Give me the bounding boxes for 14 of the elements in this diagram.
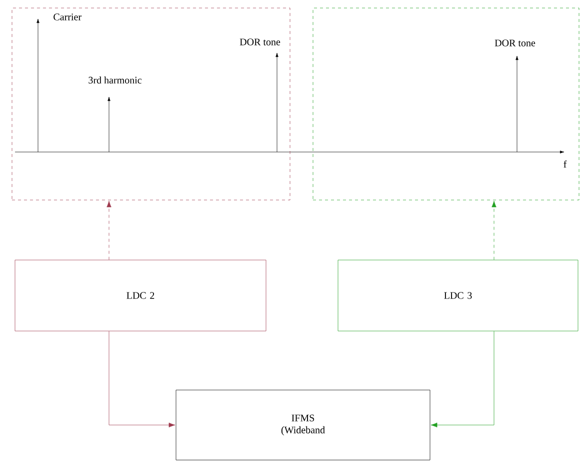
spectrum-label: DOR tone xyxy=(240,38,280,46)
spectrum-label: DOR tone xyxy=(494,40,536,46)
arrow xyxy=(106,200,112,260)
panel-box xyxy=(312,8,580,200)
arrow xyxy=(492,200,496,260)
arrow xyxy=(108,331,176,428)
process-box: LDC 3 xyxy=(338,260,578,332)
spectrum-label: 3rd harmonic xyxy=(88,76,142,84)
process-box: LDC 2 xyxy=(14,260,266,332)
spectrum-label: Carrier xyxy=(54,14,82,20)
panel-box xyxy=(12,8,290,200)
process-box: IFMS (Wideband xyxy=(176,390,430,460)
spectrum-label: f xyxy=(564,160,567,168)
arrow xyxy=(430,331,494,428)
